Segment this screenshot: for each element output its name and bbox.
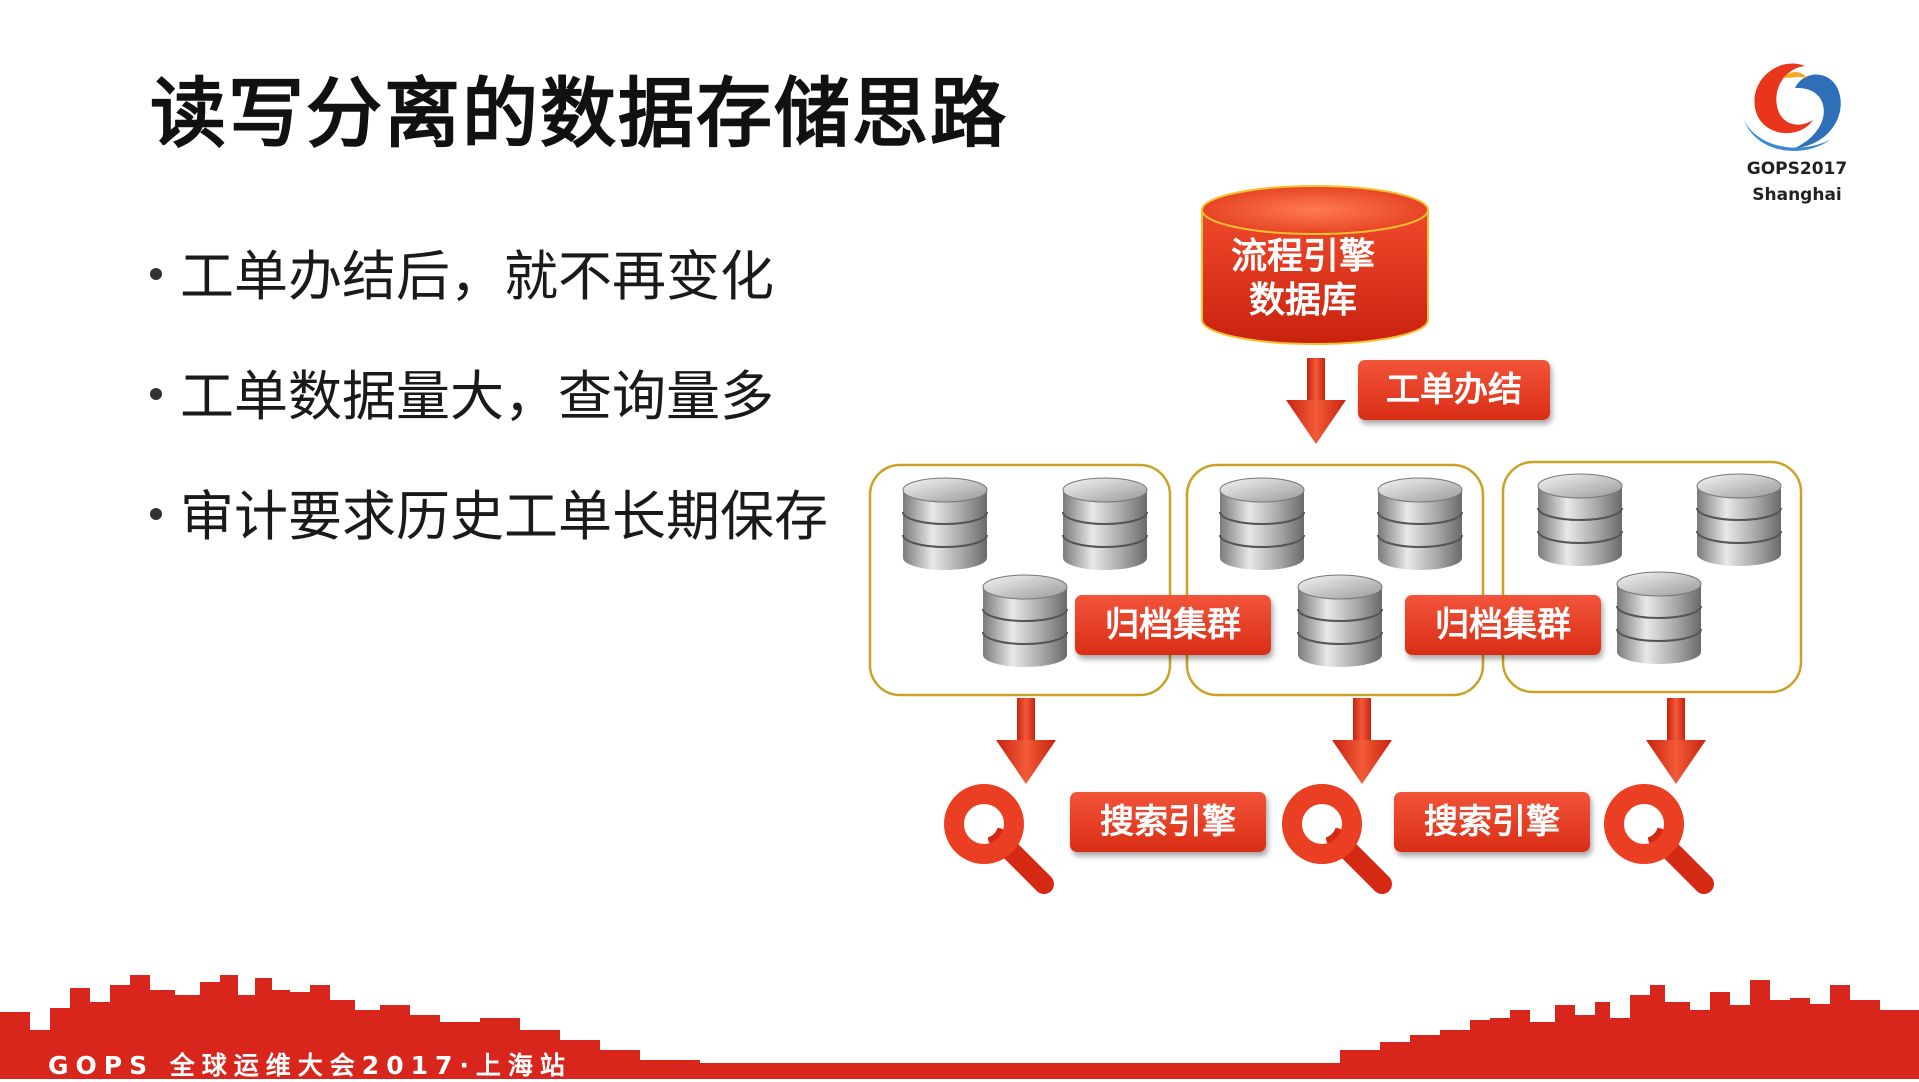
cluster-label: 归档集群 — [1075, 595, 1271, 655]
down-arrow-icon — [1286, 358, 1346, 444]
database-label: 流程引擎 数据库 — [1230, 236, 1375, 321]
city-skyline-icon — [0, 975, 1919, 1079]
down-arrow-icon — [1646, 698, 1706, 784]
database-node-icon — [1062, 477, 1148, 571]
bullet-item: 审计要求历史工单长期保存 — [150, 472, 828, 551]
search-label: 搜索引擎 — [1070, 792, 1266, 852]
down-arrow-icon — [1332, 698, 1392, 784]
database-node-icon — [1377, 477, 1463, 571]
cluster-box — [1501, 460, 1803, 694]
main-database-icon — [1201, 185, 1429, 345]
magnifier-icon — [1614, 794, 1704, 884]
bullet-dot — [150, 268, 162, 281]
bullet-dot — [150, 508, 162, 521]
arrow-label: 工单办结 — [1358, 360, 1550, 420]
database-node-icon — [1297, 574, 1383, 668]
logo-text: GOPS2017 Shanghai — [1746, 159, 1848, 205]
cluster-box — [868, 463, 1172, 697]
database-node-icon — [1696, 473, 1782, 567]
database-node-icon — [902, 477, 988, 571]
database-node-icon — [1537, 473, 1623, 567]
cluster-box — [1185, 463, 1485, 697]
down-arrow-icon — [996, 698, 1056, 784]
database-node-icon — [1616, 571, 1702, 665]
magnifier-icon — [1292, 794, 1382, 884]
bullet-text: 工单办结后，就不再变化 — [180, 245, 774, 308]
slide-title: 读写分离的数据存储思路 — [150, 69, 1008, 158]
bullet-dot — [150, 388, 162, 401]
bullet-text: 审计要求历史工单长期保存 — [180, 485, 828, 548]
cluster-label: 归档集群 — [1405, 595, 1601, 655]
bullet-text: 工单数据量大，查询量多 — [180, 365, 774, 428]
bullet-item: 工单数据量大，查询量多 — [150, 352, 774, 431]
bullet-item: 工单办结后，就不再变化 — [150, 232, 774, 311]
gops-swirl-logo-icon — [1743, 63, 1841, 151]
database-node-icon — [982, 574, 1068, 668]
footer-bar — [0, 1063, 1919, 1079]
search-label: 搜索引擎 — [1394, 792, 1590, 852]
database-node-icon — [1219, 477, 1305, 571]
footer-text: GOPS 全球运维大会2017·上海站 — [48, 1051, 572, 1080]
magnifier-icon — [954, 794, 1044, 884]
